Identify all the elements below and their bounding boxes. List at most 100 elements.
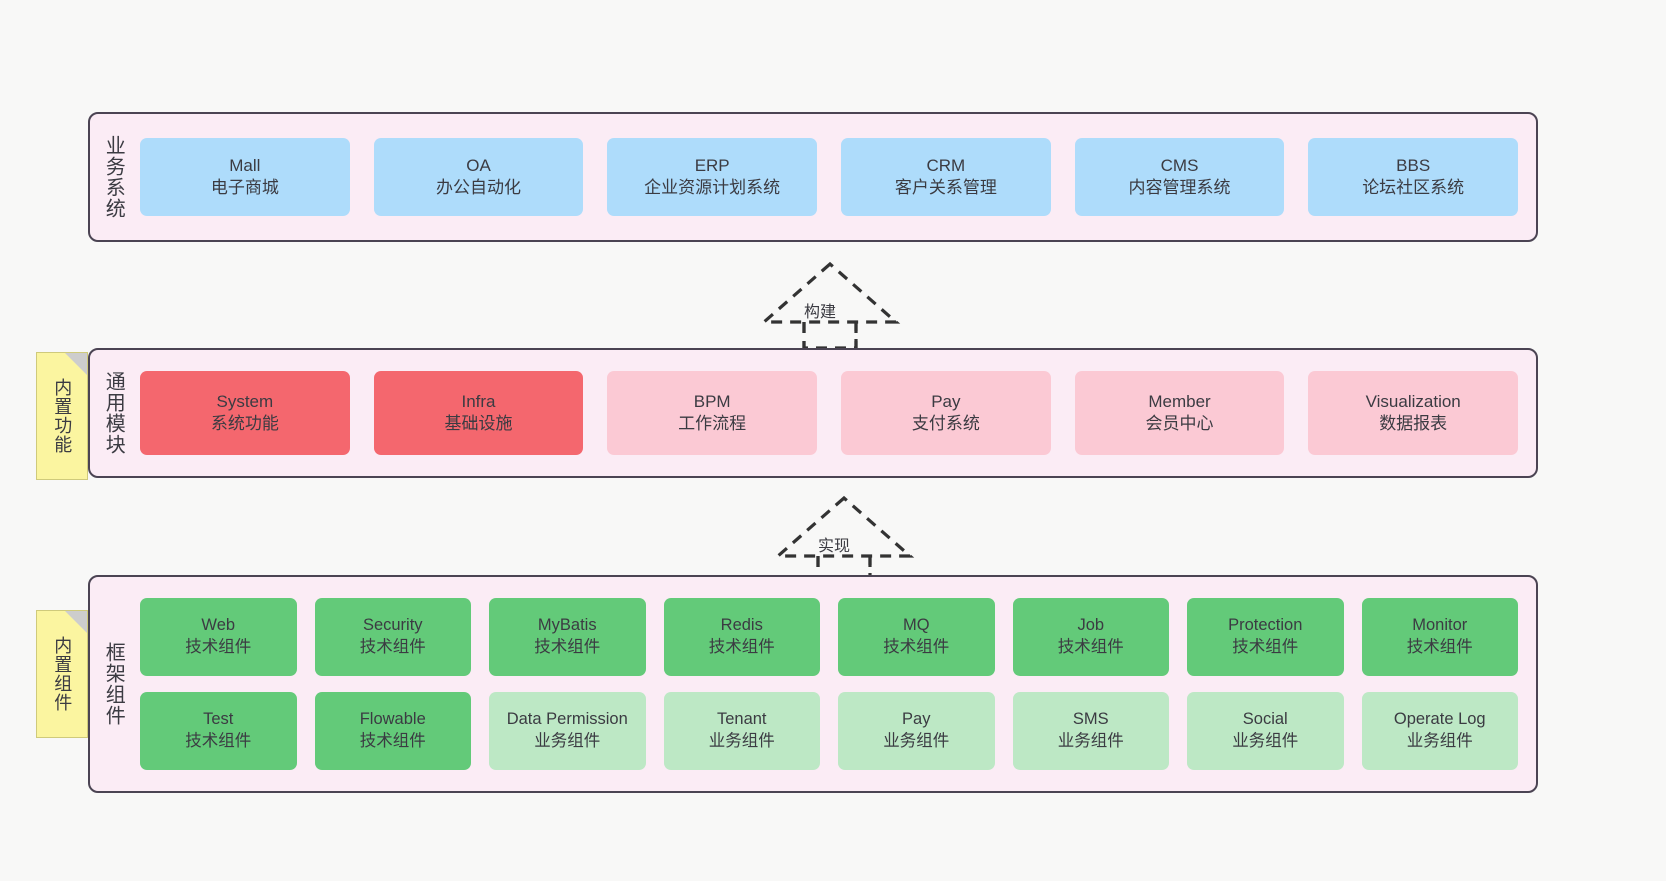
node-social[interactable]: Social 业务组件	[1187, 692, 1344, 770]
node-subtitle: 系统功能	[210, 414, 279, 433]
node-bbs[interactable]: BBS 论坛社区系统	[1308, 138, 1519, 216]
layer-body-framework: Web 技术组件 Security 技术组件 MyBatis 技术组件 Redi…	[136, 577, 1536, 791]
node-member[interactable]: Member 会员中心	[1074, 371, 1285, 455]
layer-framework-components: 框架组件 Web 技术组件 Security 技术组件 MyBatis 技术组件…	[88, 575, 1538, 793]
node-subtitle: 业务组件	[883, 732, 950, 750]
node-subtitle: 电子商城	[210, 178, 279, 197]
node-title: Pay	[902, 710, 931, 729]
layer-title-common: 通用模块	[102, 371, 125, 455]
node-title: Flowable	[359, 710, 426, 729]
node-subtitle: 技术组件	[1057, 638, 1124, 656]
node-subtitle: 技术组件	[708, 638, 775, 656]
node-subtitle: 技术组件	[1232, 638, 1299, 656]
node-tenant[interactable]: Tenant 业务组件	[663, 692, 820, 770]
node-subtitle: 论坛社区系统	[1362, 178, 1465, 197]
node-title: Job	[1077, 616, 1105, 635]
node-job[interactable]: Job 技术组件	[1012, 598, 1169, 676]
node-subtitle: 业务组件	[708, 732, 775, 750]
node-title: MQ	[902, 616, 930, 635]
node-title: Visualization	[1365, 391, 1461, 411]
connector-implement-label: 实现	[818, 538, 851, 555]
node-subtitle: 技术组件	[359, 638, 426, 656]
node-cms[interactable]: CMS 内容管理系统	[1074, 138, 1285, 216]
node-mybatis[interactable]: MyBatis 技术组件	[489, 598, 646, 676]
note-builtin-component-label: 内置组件	[52, 636, 73, 712]
node-title: ERP	[694, 155, 730, 175]
note-fold-icon	[65, 353, 87, 375]
node-title: Mall	[229, 155, 261, 175]
layer-row-tech: Web 技术组件 Security 技术组件 MyBatis 技术组件 Redi…	[140, 598, 1518, 676]
node-title: Security	[362, 616, 423, 635]
layer-title-business: 业务系统	[102, 135, 125, 219]
node-security[interactable]: Security 技术组件	[314, 598, 471, 676]
node-pay-biz[interactable]: Pay 业务组件	[838, 692, 995, 770]
node-title: Operate Log	[1393, 710, 1486, 729]
note-builtin-component: 内置组件	[36, 610, 88, 738]
node-subtitle: 工作流程	[678, 414, 747, 433]
node-visualization[interactable]: Visualization 数据报表	[1308, 371, 1519, 455]
node-title: SMS	[1072, 710, 1109, 729]
node-mall[interactable]: Mall 电子商城	[140, 138, 350, 216]
node-subtitle: 会员中心	[1145, 414, 1214, 433]
node-crm[interactable]: CRM 客户关系管理	[841, 138, 1051, 216]
connector-implement: 实现	[766, 492, 936, 584]
node-subtitle: 客户关系管理	[894, 178, 997, 197]
node-title: System	[216, 391, 274, 411]
node-subtitle: 业务组件	[534, 732, 601, 750]
node-mq[interactable]: MQ 技术组件	[838, 598, 995, 676]
node-data-permission[interactable]: Data Permission 业务组件	[489, 692, 646, 770]
node-title: Member	[1148, 391, 1211, 411]
node-redis[interactable]: Redis 技术组件	[663, 598, 820, 676]
node-sms[interactable]: SMS 业务组件	[1012, 692, 1169, 770]
node-subtitle: 支付系统	[911, 414, 980, 433]
node-erp[interactable]: ERP 企业资源计划系统	[607, 138, 818, 216]
node-operate-log[interactable]: Operate Log 业务组件	[1361, 692, 1518, 770]
node-subtitle: 技术组件	[1406, 638, 1473, 656]
node-protection[interactable]: Protection 技术组件	[1187, 598, 1344, 676]
node-title: Web	[201, 616, 236, 635]
connector-build-label: 构建	[804, 304, 837, 321]
node-monitor[interactable]: Monitor 技术组件	[1361, 598, 1518, 676]
node-title: CRM	[926, 155, 966, 175]
node-title: Data Permission	[506, 710, 628, 729]
node-title: Redis	[720, 616, 763, 635]
node-oa[interactable]: OA 办公自动化	[373, 138, 584, 216]
node-title: BBS	[1396, 155, 1431, 175]
node-bpm[interactable]: BPM 工作流程	[607, 371, 818, 455]
node-subtitle: 技术组件	[534, 638, 601, 656]
node-title: Tenant	[716, 710, 767, 729]
node-subtitle: 数据报表	[1379, 414, 1448, 433]
layer-row: Mall 电子商城 OA 办公自动化 ERP 企业资源计划系统 CRM 客户关系…	[140, 138, 1519, 216]
node-title: MyBatis	[537, 616, 597, 635]
note-builtin-function: 内置功能	[36, 352, 88, 480]
layer-body-business: Mall 电子商城 OA 办公自动化 ERP 企业资源计划系统 CRM 客户关系…	[136, 114, 1536, 240]
node-subtitle: 企业资源计划系统	[644, 178, 781, 197]
node-title: CMS	[1160, 155, 1199, 175]
node-subtitle: 技术组件	[359, 732, 426, 750]
node-subtitle: 技术组件	[883, 638, 950, 656]
layer-row: System 系统功能 Infra 基础设施 BPM 工作流程 Pay 支付系统…	[140, 371, 1519, 455]
node-pay[interactable]: Pay 支付系统	[841, 371, 1051, 455]
node-title: Social	[1242, 710, 1288, 729]
node-title: OA	[466, 155, 491, 175]
node-title: Protection	[1228, 616, 1303, 635]
node-title: Pay	[931, 391, 961, 411]
layer-body-common: System 系统功能 Infra 基础设施 BPM 工作流程 Pay 支付系统…	[136, 350, 1536, 476]
node-subtitle: 内容管理系统	[1128, 178, 1231, 197]
node-system[interactable]: System 系统功能	[140, 371, 350, 455]
node-subtitle: 业务组件	[1057, 732, 1124, 750]
node-subtitle: 业务组件	[1232, 732, 1299, 750]
node-subtitle: 技术组件	[185, 732, 252, 750]
node-test[interactable]: Test 技术组件	[140, 692, 297, 770]
node-subtitle: 技术组件	[185, 638, 252, 656]
node-title: Infra	[461, 391, 496, 411]
note-fold-icon	[65, 611, 87, 633]
node-infra[interactable]: Infra 基础设施	[373, 371, 584, 455]
node-web[interactable]: Web 技术组件	[140, 598, 297, 676]
layer-common-modules: 通用模块 System 系统功能 Infra 基础设施 BPM 工作流程 Pay…	[88, 348, 1538, 478]
node-title: Monitor	[1412, 616, 1468, 635]
node-subtitle: 业务组件	[1406, 732, 1473, 750]
node-subtitle: 办公自动化	[436, 178, 521, 197]
node-flowable[interactable]: Flowable 技术组件	[314, 692, 471, 770]
